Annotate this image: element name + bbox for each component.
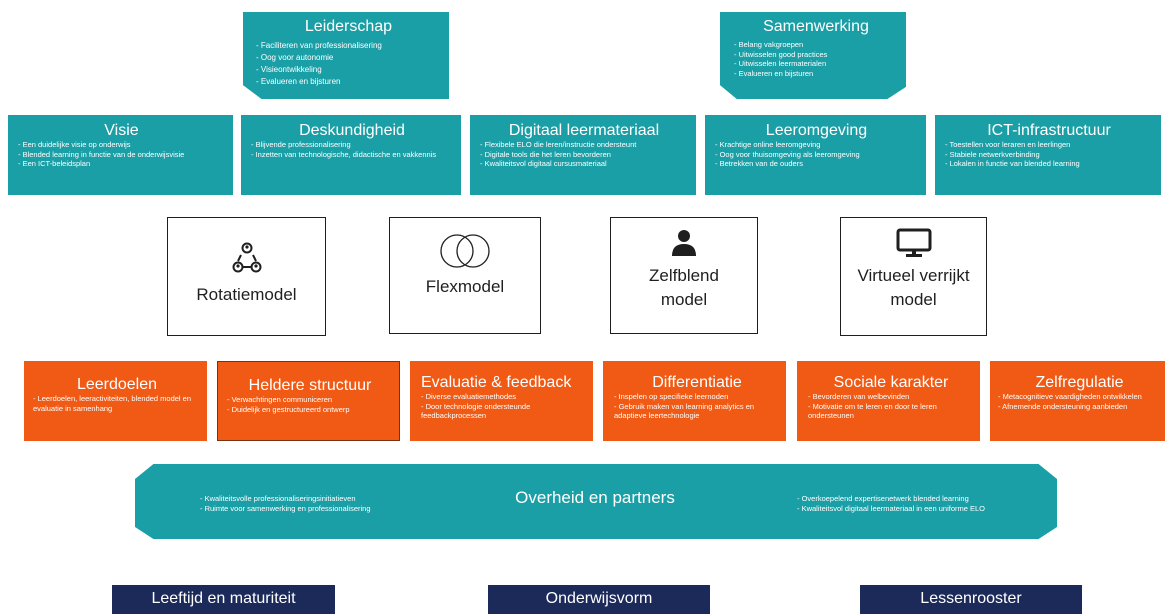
ict-infrastructuur-box: ICT-infrastructuur - Toestellen voor ler…	[935, 115, 1161, 195]
differentiatie-title: Differentiatie	[652, 374, 742, 391]
person-icon	[672, 230, 696, 256]
leeromgeving-item: - Betrekken van de ouders	[715, 159, 803, 169]
leiderschap-item: - Faciliteren van professionalisering	[256, 41, 382, 50]
digitaal-leermateriaal-title: Digitaal leermateriaal	[508, 122, 660, 139]
zelfblend-label-line: Zelfblend	[649, 266, 719, 285]
digitaal-leermateriaal-box: Digitaal leermateriaal - Flexibele ELO d…	[470, 115, 696, 195]
virtueel-verrijkt-label-line: model	[890, 290, 937, 309]
leeftijd-maturiteit-box: Leeftijd en maturiteit	[112, 585, 335, 614]
visie-box: Visie - Een duidelijke visie op onderwij…	[8, 115, 233, 195]
zelfregulatie-box: Zelfregulatie - Metacognitieve vaardighe…	[990, 361, 1165, 441]
evaluatie-feedback-item: - Door technologie ondersteunde feedback…	[421, 401, 531, 421]
digitaal-leermateriaal-item: - Digitale tools die het leren bevordere…	[480, 149, 611, 159]
differentiatie-item: - Inspelen op specifieke leernoden	[614, 392, 729, 401]
leeromgeving-box: Leeromgeving - Krachtige online leeromge…	[705, 115, 926, 195]
overheid-partners-banner: - Kwaliteitsvolle professionaliseringsin…	[135, 464, 1057, 539]
deskundigheid-box: Deskundigheid - Blijvende professionalis…	[241, 115, 461, 195]
ict-infrastructuur-item: - Toestellen voor leraren en leerlingen	[945, 140, 1071, 149]
sociale-karakter-title: Sociale karakter	[833, 374, 949, 391]
leiderschap-box: Leiderschap - Faciliteren van profession…	[243, 12, 449, 99]
zelfregulatie-item: - Afnemende ondersteuning aanbieden	[998, 401, 1128, 411]
evaluatie-feedback-box: Evaluatie & feedback - Diverse evaluatie…	[410, 361, 593, 441]
visie-item: - Blended learning in functie van de ond…	[18, 149, 185, 159]
samenwerking-item: - Belang vakgroepen	[734, 40, 804, 49]
ict-infrastructuur-item: - Lokalen in functie van blended learnin…	[945, 159, 1080, 169]
deskundigheid-item: - Blijvende professionalisering	[251, 140, 351, 149]
deskundigheid-title: Deskundigheid	[299, 122, 405, 139]
differentiatie-item: - Gebruik maken van learning analytics e…	[614, 401, 755, 421]
leerdoelen-box: Leerdoelen - Leerdoelen, leeractiviteite…	[24, 361, 207, 441]
leiderschap-item: - Visieontwikkeling	[256, 65, 322, 74]
sociale-karakter-item: - Bevorderen van welbevinden	[808, 392, 910, 401]
overheid-partners-title: Overheid en partners	[515, 488, 675, 507]
lessenrooster-box: Lessenrooster	[860, 585, 1082, 614]
heldere-structuur-box: Heldere structuur - Verwachtingen commun…	[217, 361, 400, 441]
ict-infrastructuur-item: - Stabiele netwerkverbinding	[945, 149, 1040, 159]
overheid-right-item: - Kwaliteitsvol digitaal leermateriaal i…	[797, 503, 986, 513]
virtueel-verrijkt-model-box: Virtueel verrijkt model	[840, 217, 987, 336]
virtueel-verrijkt-label-line: Virtueel verrijkt	[857, 266, 970, 285]
leerdoelen-title: Leerdoelen	[76, 376, 158, 393]
visie-item: - Een duidelijke visie op onderwijs	[18, 140, 131, 149]
leiderschap-item: - Oog voor autonomie	[256, 53, 334, 62]
samenwerking-box: Samenwerking - Belang vakgroepen - Uitwi…	[720, 12, 906, 99]
visie-item: - Een ICT-beleidsplan	[18, 159, 91, 169]
samenwerking-item: - Uitwisselen leermaterialen	[734, 59, 827, 69]
monitor-icon	[896, 228, 931, 257]
flexmodel-box: Flexmodel	[389, 217, 541, 334]
leiderschap-title: Leiderschap	[304, 18, 393, 35]
leeftijd-maturiteit-label: Leeftijd en maturiteit	[151, 590, 296, 607]
evaluatie-feedback-item: - Diverse evaluatiemethodes	[421, 392, 517, 401]
digitaal-leermateriaal-item: - Flexibele ELO die leren/instructie ond…	[480, 140, 637, 149]
lessenrooster-label: Lessenrooster	[920, 590, 1022, 607]
overlapping-circles-icon	[440, 234, 490, 268]
zelfblend-model-box: Zelfblend model	[610, 217, 758, 334]
visie-title: Visie	[104, 122, 139, 139]
rotatiemodel-box: Rotatiemodel	[167, 217, 326, 336]
heldere-structuur-title: Heldere structuur	[248, 377, 372, 394]
differentiatie-box: Differentiatie - Inspelen op specifieke …	[603, 361, 786, 441]
people-rotation-icon	[232, 242, 261, 273]
zelfregulatie-item: - Metacognitieve vaardigheden ontwikkele…	[998, 392, 1142, 401]
evaluatie-feedback-title: Evaluatie & feedback	[421, 374, 572, 391]
zelfregulatie-title: Zelfregulatie	[1035, 374, 1124, 391]
leeromgeving-item: - Krachtige online leeromgeving	[715, 140, 821, 149]
sociale-karakter-box: Sociale karakter - Bevorderen van welbev…	[797, 361, 980, 441]
leiderschap-item: - Evalueren en bijsturen	[256, 77, 341, 86]
leerdoelen-item: - Leerdoelen, leeractiviteiten, blended …	[33, 394, 192, 413]
samenwerking-item: - Uitwisselen good practices	[734, 49, 828, 59]
leeromgeving-item: - Oog voor thuisomgeving als leeromgevin…	[715, 149, 860, 159]
digitaal-leermateriaal-item: - Kwaliteitsvol digitaal cursusmateriaal	[480, 159, 607, 169]
onderwijsvorm-label: Onderwijsvorm	[545, 590, 653, 607]
samenwerking-item: - Evalueren en bijsturen	[734, 68, 814, 78]
onderwijsvorm-box: Onderwijsvorm	[488, 585, 710, 614]
rotatiemodel-label: Rotatiemodel	[196, 285, 297, 304]
heldere-structuur-item: - Duidelijk en gestructureerd ontwerp	[227, 404, 350, 414]
overheid-left-item: - Kwaliteitsvolle professionaliseringsin…	[200, 494, 356, 503]
zelfblend-label-line: model	[660, 290, 708, 309]
overheid-right-item: - Overkoepelend expertisenetwerk blended…	[797, 494, 969, 503]
ict-infrastructuur-title: ICT-infrastructuur	[987, 122, 1111, 139]
flexmodel-label: Flexmodel	[425, 277, 505, 296]
heldere-structuur-item: - Verwachtingen communiceren	[227, 395, 333, 404]
overheid-left-item: - Ruimte voor samenwerking en profession…	[200, 503, 371, 513]
deskundigheid-item: - Inzetten van technologische, didactisc…	[251, 149, 437, 159]
leeromgeving-title: Leeromgeving	[765, 122, 868, 139]
sociale-karakter-item: - Motivatie om te leren en door te leren…	[808, 401, 937, 421]
samenwerking-title: Samenwerking	[763, 18, 869, 35]
